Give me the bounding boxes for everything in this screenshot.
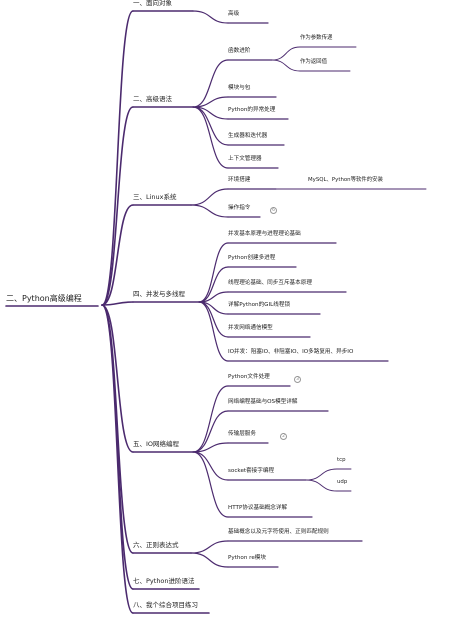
section-2-child-2-label: 模块与包 bbox=[228, 85, 251, 91]
section-3-child-1-sub-1-label: MySQL、Python等软件的安装 bbox=[308, 177, 383, 183]
section-5-child-2-edge bbox=[192, 410, 229, 453]
root-to-section-8-edge bbox=[101, 304, 134, 614]
section-2-label: 二、高级语法 bbox=[133, 95, 172, 103]
section-2-child-1-sub-1-edge bbox=[271, 46, 301, 61]
section-2-child-5-edge bbox=[192, 106, 229, 169]
section-2-child-1-sub-1-label: 作为参数传递 bbox=[300, 35, 333, 41]
section-5-child-5-edge bbox=[192, 451, 229, 518]
root-to-section-5-edge bbox=[101, 304, 134, 453]
section-4-child-3-label: 线程理论基础、同步互斥基本原理 bbox=[228, 280, 312, 286]
root-to-section-6-edge bbox=[101, 304, 134, 554]
section-5-child-3-edge bbox=[192, 442, 229, 453]
section-2-child-1-label: 函数进阶 bbox=[228, 48, 251, 54]
section-4-label: 四、并发与多线程 bbox=[133, 290, 185, 298]
section-6-child-2-label: Python re模块 bbox=[228, 555, 266, 561]
section-5-child-2-label: 网络编程基础与OS模型详解 bbox=[228, 399, 298, 405]
note-badge-icon[interactable]: 6 bbox=[270, 207, 277, 214]
root-to-section-3-edge bbox=[101, 204, 134, 306]
section-1-label: 一、面向对象 bbox=[133, 0, 172, 7]
section-2-child-4-label: 生成器和迭代器 bbox=[228, 133, 268, 139]
root-to-section-2-edge bbox=[101, 106, 134, 306]
section-2-child-1-sub-2-edge bbox=[271, 59, 301, 72]
section-5-child-4-label: socket套接字编程 bbox=[228, 468, 275, 474]
section-3-label: 三、Linux系统 bbox=[133, 193, 177, 201]
note-badge-icon[interactable]: 3 bbox=[294, 376, 301, 383]
section-4-child-6-edge bbox=[198, 301, 229, 362]
section-6-child-1-label: 基础概念以及元字符使用、正则匹配规则 bbox=[228, 529, 329, 535]
root-to-section-4-edge bbox=[101, 301, 134, 306]
section-5-label: 五、IO网络编程 bbox=[133, 440, 180, 448]
section-2-child-3-label: Python的异常处理 bbox=[228, 107, 276, 113]
section-4-child-1-edge bbox=[198, 242, 229, 303]
section-4-child-6-label: IO并发：阻塞IO、非阻塞IO、IO多路复用、异步IO bbox=[228, 349, 354, 355]
section-1-child-1-label: 高级 bbox=[228, 11, 240, 17]
section-4-child-5-label: 并发网络通信模型 bbox=[228, 325, 273, 331]
section-5-child-4-sub-1-label: tcp bbox=[337, 457, 346, 463]
section-6-child-2-edge bbox=[190, 552, 229, 568]
section-2-child-1-sub-2-label: 作为返回值 bbox=[300, 59, 327, 65]
section-4-child-2-label: Python创建多进程 bbox=[228, 255, 276, 261]
section-5-child-4-sub-1-edge bbox=[305, 468, 338, 481]
section-5-child-1-edge bbox=[192, 385, 229, 453]
section-5-child-4-edge bbox=[192, 451, 229, 481]
root-node: 二、Python高级编程 bbox=[6, 294, 82, 303]
root-to-section-1-edge bbox=[101, 10, 134, 306]
section-3-child-1-label: 环境搭建 bbox=[228, 177, 251, 183]
section-2-child-1-edge bbox=[192, 59, 229, 108]
note-badge-icon[interactable]: 2 bbox=[280, 433, 287, 440]
section-4-child-4-label: 详解Python的GIL线程锁 bbox=[228, 302, 291, 308]
section-6-label: 六、正则表达式 bbox=[133, 541, 179, 549]
section-3-child-1-edge bbox=[190, 188, 229, 206]
section-3-child-2-edge bbox=[190, 204, 229, 218]
section-5-child-1-label: Python文件处理 bbox=[228, 374, 270, 380]
section-8-label: 八、我个综合项目练习 bbox=[133, 601, 198, 609]
section-5-child-3-label: 传输层服务 bbox=[228, 431, 256, 437]
section-5-child-5-label: HTTP协议基础概念详解 bbox=[228, 505, 288, 511]
section-3-child-2-label: 操作指令 bbox=[228, 205, 251, 211]
section-2-child-5-label: 上下文管理器 bbox=[228, 156, 262, 162]
section-5-child-4-sub-2-edge bbox=[305, 479, 338, 492]
section-4-child-2-edge bbox=[198, 266, 229, 303]
section-7-label: 七、Python进阶语法 bbox=[133, 577, 195, 585]
section-6-child-1-edge bbox=[190, 540, 229, 554]
section-5-child-4-sub-2-label: udp bbox=[337, 479, 348, 485]
section-4-child-1-label: 并发基本原理与进程理论基础 bbox=[228, 231, 301, 237]
section-1-child-1-edge bbox=[192, 10, 229, 24]
